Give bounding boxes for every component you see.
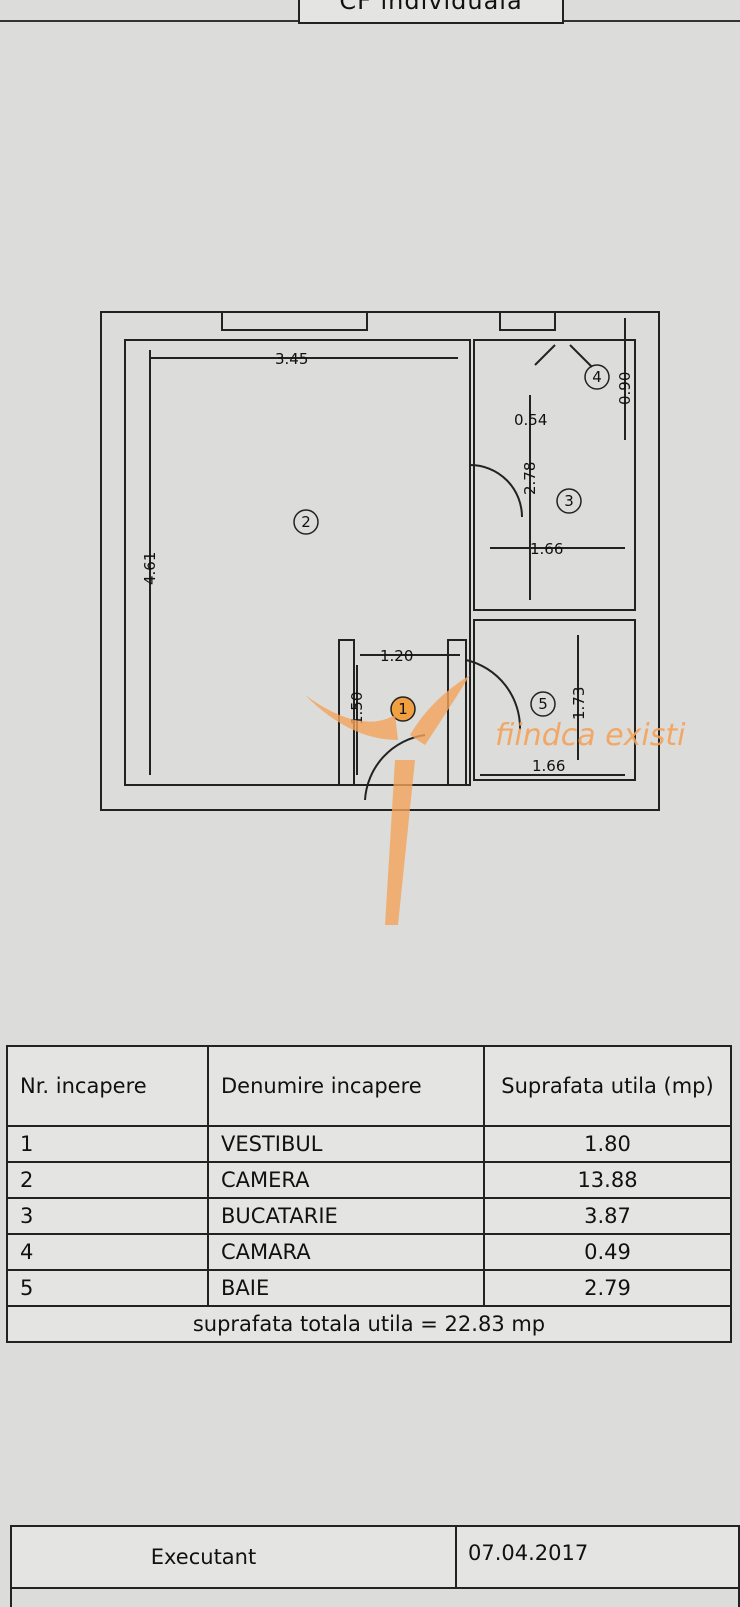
table-cell: 0.49 <box>483 1233 732 1271</box>
table-cell: 2 <box>6 1161 209 1199</box>
table-cell: 3.87 <box>483 1197 732 1235</box>
room-3-label: 3 <box>564 492 574 510</box>
table-cell: 1.80 <box>483 1125 732 1163</box>
column-header: Denumire incapere <box>207 1045 485 1127</box>
total-area: suprafata totala utila = 22.83 mp <box>6 1305 732 1343</box>
column-header: Suprafata utila (mp) <box>483 1045 732 1127</box>
room2-inner <box>124 339 471 786</box>
table-row: 2 CAMERA 13.88 <box>6 1161 732 1199</box>
watermark-text: fiindca existi <box>495 718 686 753</box>
document-type-box: CF individuala <box>298 0 564 24</box>
table-cell: CAMARA <box>207 1233 485 1271</box>
table-cell: 5 <box>6 1269 209 1307</box>
watermark-logo <box>305 675 470 925</box>
table-row: 1 VESTIBUL 1.80 <box>6 1125 732 1163</box>
table-cell: VESTIBUL <box>207 1125 485 1163</box>
executant-box: Executant 07.04.2017 <box>10 1525 740 1589</box>
dim-room2-height: 4.61 <box>141 552 159 585</box>
room5-inner <box>473 619 636 781</box>
table-cell: 3 <box>6 1197 209 1235</box>
rooms-table: Nr. incapere Denumire incapere Suprafata… <box>6 1045 732 1343</box>
table-cell: 13.88 <box>483 1161 732 1199</box>
dim-room2-width: 3.45 <box>275 350 308 368</box>
dim-room1-width: 1.20 <box>380 647 413 665</box>
room-5-label: 5 <box>538 695 548 713</box>
dim-room3-height: 2.78 <box>521 462 539 495</box>
table-cell: CAMERA <box>207 1161 485 1199</box>
table-header-row: Nr. incapere Denumire incapere Suprafata… <box>6 1045 732 1127</box>
table-cell: 2.79 <box>483 1269 732 1307</box>
dim-room4-height: 0.90 <box>616 372 634 405</box>
room3-inner <box>473 339 636 611</box>
dim-room4-width: 0.54 <box>514 411 547 429</box>
table-cell: 4 <box>6 1233 209 1271</box>
document-date: 07.04.2017 <box>468 1541 589 1565</box>
dim-room1-height: 1.50 <box>348 692 366 725</box>
executant-box-continuation <box>10 1587 740 1607</box>
dim-room5-height: 1.73 <box>570 687 588 720</box>
dim-room5-width: 1.66 <box>532 757 565 775</box>
floor-plan: 2 3 4 5 1 3.45 1.20 1.66 0.54 1.66 4.61 … <box>100 311 686 925</box>
outer-wall <box>100 311 660 811</box>
table-total-row: suprafata totala utila = 22.83 mp <box>6 1305 732 1343</box>
column-header: Nr. incapere <box>6 1045 209 1127</box>
table-cell: 1 <box>6 1125 209 1163</box>
table-cell: BUCATARIE <box>207 1197 485 1235</box>
dim-room3-width: 1.66 <box>530 540 563 558</box>
table-row: 3 BUCATARIE 3.87 <box>6 1197 732 1235</box>
table-row: 4 CAMARA 0.49 <box>6 1233 732 1271</box>
room-1-label: 1 <box>398 700 408 718</box>
table-row: 5 BAIE 2.79 <box>6 1269 732 1307</box>
room-4-label: 4 <box>592 368 602 386</box>
table-cell: BAIE <box>207 1269 485 1307</box>
executant-label: Executant <box>12 1527 457 1587</box>
room-2-label: 2 <box>301 513 311 531</box>
